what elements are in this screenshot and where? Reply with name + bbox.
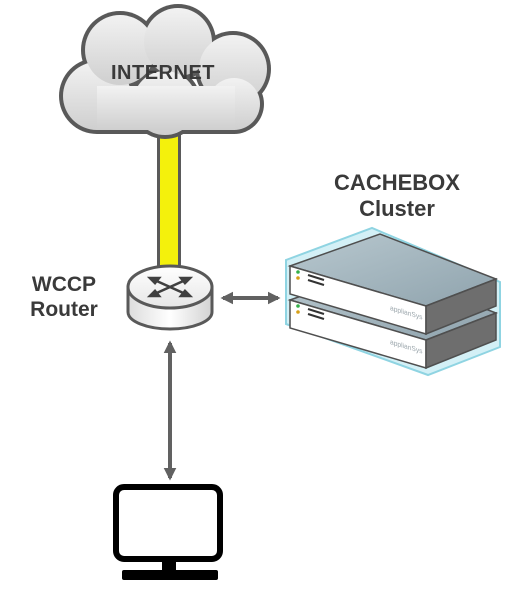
cluster-title-line2: Cluster	[359, 195, 435, 221]
cluster-title: CACHEBOX Cluster	[312, 170, 482, 222]
cluster-title-line1: CACHEBOX	[334, 170, 460, 195]
router-title-line2: Router	[30, 297, 98, 321]
internet-label: INTERNET	[108, 62, 218, 86]
internet-cloud	[59, 4, 271, 139]
internet-uplink	[157, 132, 181, 274]
cachebox-unit-upper: applianSys	[287, 233, 499, 336]
router-icon	[126, 264, 214, 331]
internet-label-text: INTERNET	[111, 62, 215, 84]
monitor-icon	[113, 484, 223, 580]
router-title-line1: WCCP	[31, 273, 97, 296]
router-title: WCCP Router	[16, 273, 112, 323]
cachebox-cluster: applianSys applianSys	[285, 226, 501, 377]
